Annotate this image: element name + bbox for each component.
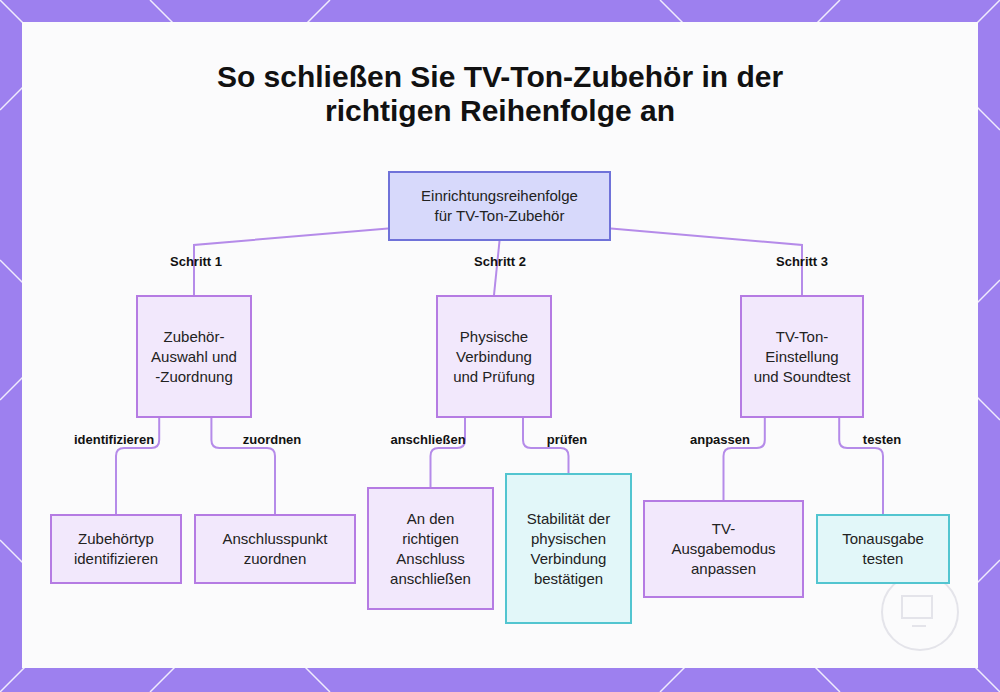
box-text: TV-Ton-Einstellung und Soundtest [752, 327, 852, 387]
edge-label: zuordnen [243, 432, 302, 447]
process-box: An den richtigen Anschluss anschließen [367, 487, 494, 610]
edge-label: testen [863, 432, 901, 447]
diagram-title: So schließen Sie TV-Ton-Zubehör in der r… [150, 60, 850, 128]
box-text: Zubehör-Auswahl und -Zuordnung [149, 327, 239, 387]
connector-line [611, 228, 802, 295]
box-text: An den richtigen Anschluss anschließen [381, 509, 481, 589]
box-text: TV-Ausgabemodus anpassen [664, 519, 784, 579]
process-box: Physische Verbindung und Prüfung [436, 295, 552, 418]
edge-label: anpassen [690, 432, 750, 447]
box-text: Physische Verbindung und Prüfung [446, 327, 542, 387]
edge-label: prüfen [547, 432, 587, 447]
process-box: Stabilität der physischen Verbindung bes… [505, 473, 632, 624]
box-text: Zubehörtyp identifizieren [58, 529, 174, 569]
box-text: Stabilität der physischen Verbindung bes… [519, 509, 619, 589]
process-box: Tonausgabe testen [816, 514, 950, 584]
process-box: Zubehör-Auswahl und -Zuordnung [136, 295, 252, 418]
connector-line [194, 228, 388, 295]
edge-label: anschließen [390, 432, 465, 447]
edge-label: Schritt 3 [776, 254, 828, 269]
edge-label: identifizieren [74, 432, 154, 447]
process-box: Zubehörtyp identifizieren [50, 514, 182, 584]
edge-label: Schritt 1 [170, 254, 222, 269]
box-text: Anschlusspunkt zuordnen [205, 529, 345, 569]
process-box: TV-Ausgabemodus anpassen [643, 500, 804, 598]
process-box: TV-Ton-Einstellung und Soundtest [740, 295, 864, 418]
process-box: Einrichtungsreihenfolge für TV-Ton-Zubeh… [388, 171, 611, 241]
connector-line [431, 418, 466, 487]
box-text: Tonausgabe testen [824, 529, 942, 569]
edge-label: Schritt 2 [474, 254, 526, 269]
process-box: Anschlusspunkt zuordnen [194, 514, 356, 584]
connector-line [724, 418, 765, 500]
box-text: Einrichtungsreihenfolge für TV-Ton-Zubeh… [415, 186, 585, 226]
